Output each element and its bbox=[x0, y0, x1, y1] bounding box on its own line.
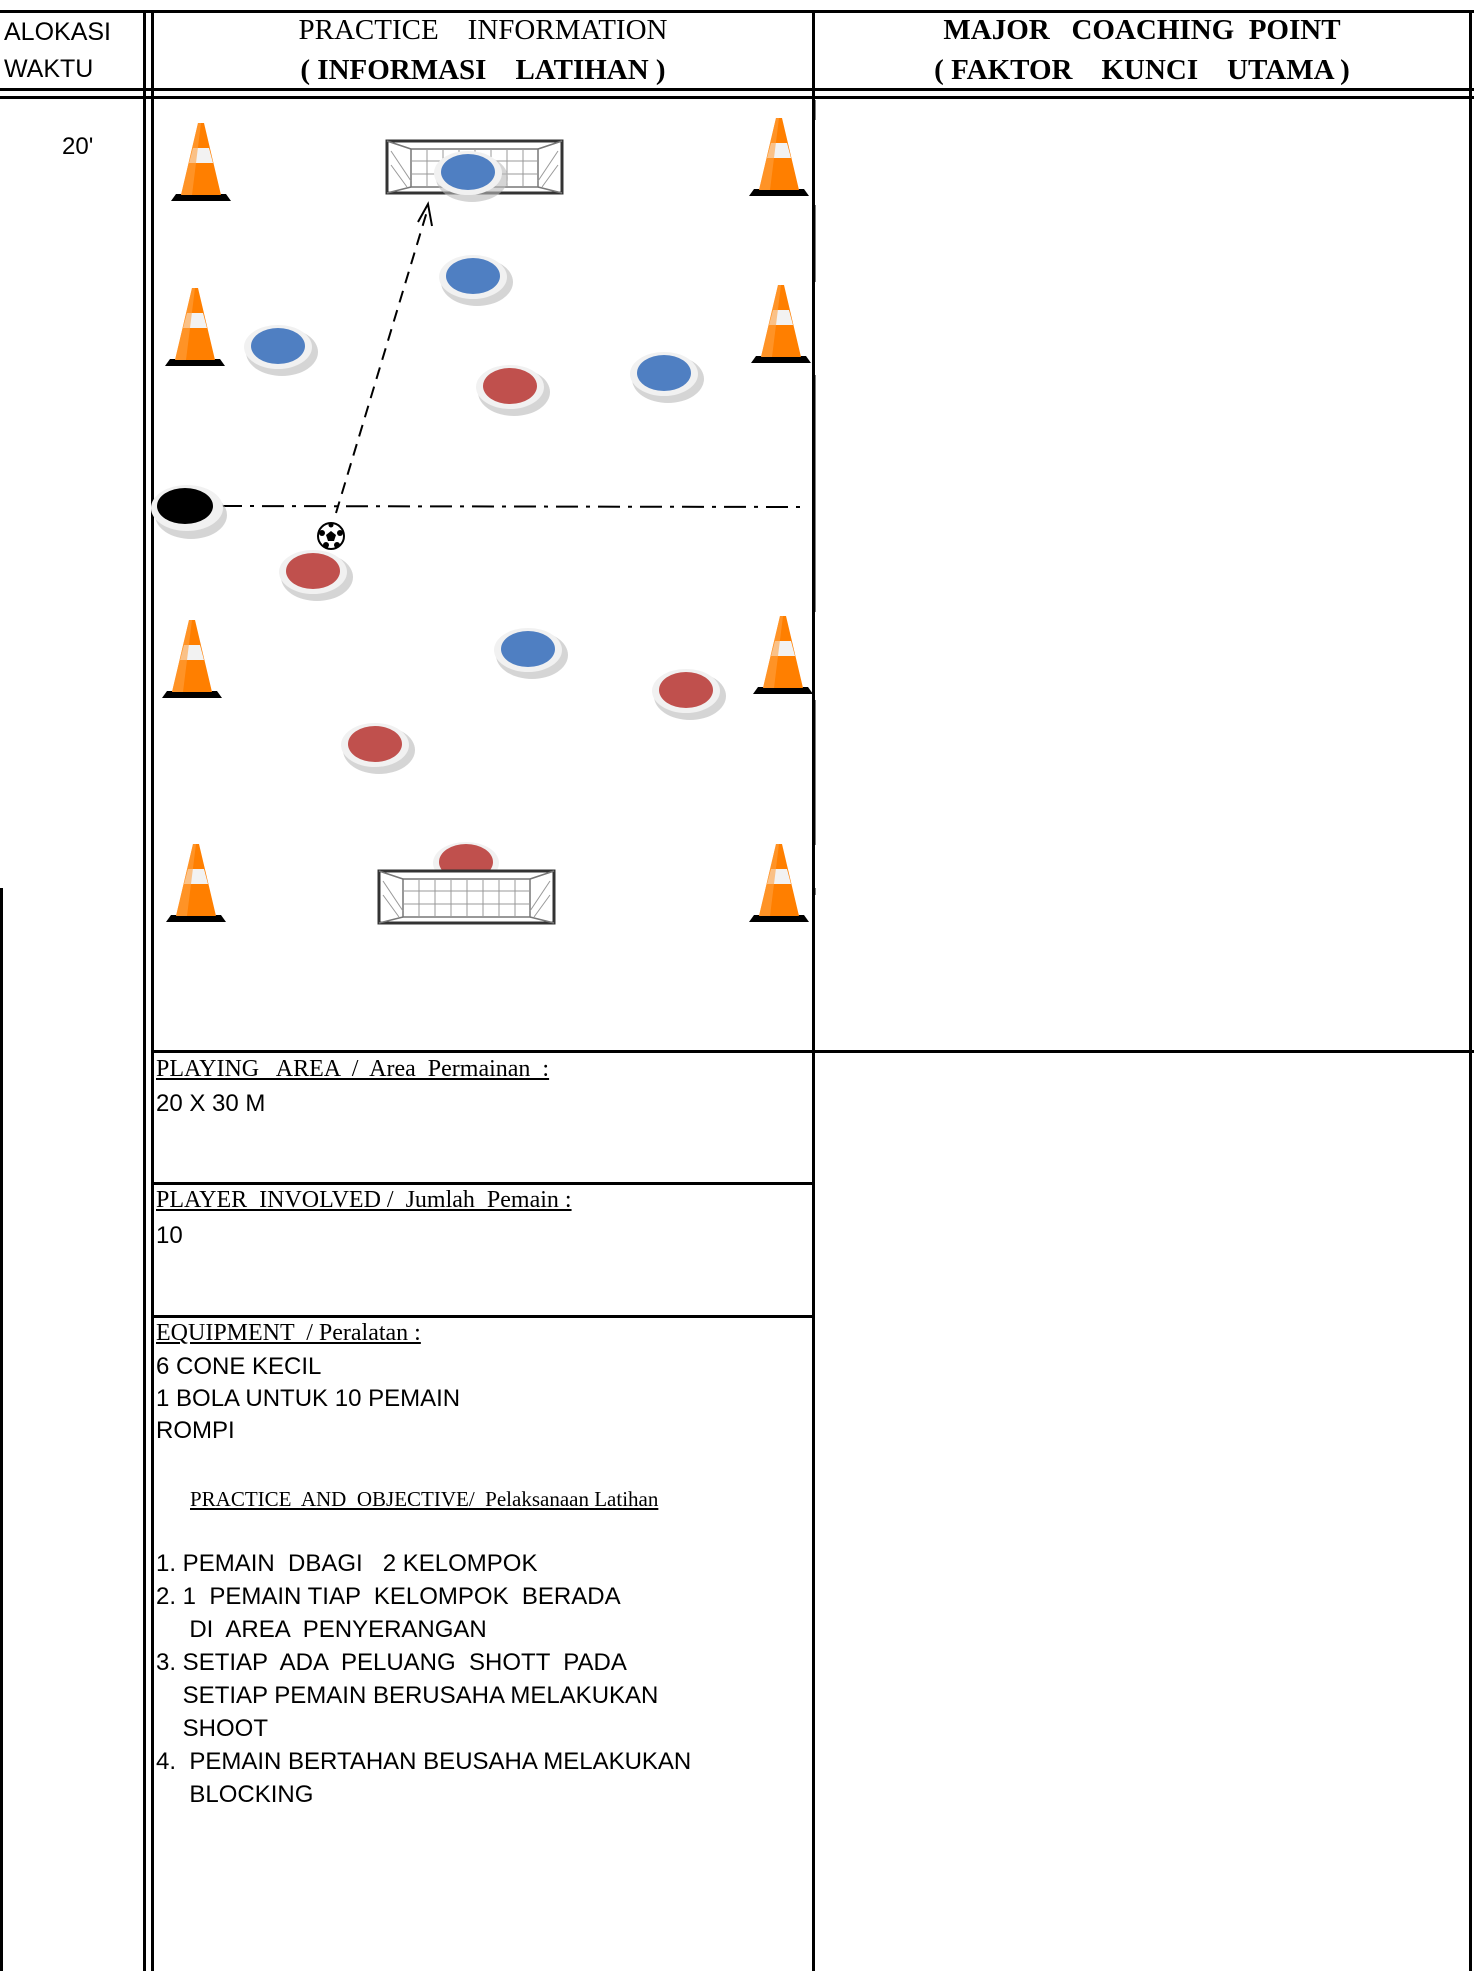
section-divider-players bbox=[151, 1315, 815, 1318]
cone-icon-upper-right bbox=[751, 285, 811, 363]
player-blue-4 bbox=[494, 628, 568, 679]
players-involved-value: 10 bbox=[156, 1220, 183, 1252]
player-blue-3 bbox=[630, 352, 704, 403]
player-red-4 bbox=[341, 723, 415, 774]
section-divider-playing-area bbox=[151, 1182, 815, 1185]
playing-area-value: 20 X 30 M bbox=[156, 1088, 265, 1120]
cone-icon-bottom-left bbox=[166, 844, 226, 922]
equipment-item: ROMPI bbox=[156, 1415, 460, 1447]
equipment-title: EQUIPMENT / Peralatan : bbox=[156, 1320, 421, 1347]
player-red-2 bbox=[279, 550, 353, 601]
halfway-line bbox=[220, 506, 800, 507]
player-blue-2 bbox=[244, 325, 318, 376]
practice-step-4: 4. PEMAIN BERTAHAN BEUSAHA MELAKUKAN BLO… bbox=[156, 1745, 691, 1811]
cone-icon-upper-left bbox=[165, 288, 225, 366]
cone-icon-top-right bbox=[749, 118, 809, 196]
cone-icon-lower-right bbox=[753, 616, 813, 694]
ball-icon bbox=[318, 523, 344, 550]
training-diagram bbox=[0, 0, 1474, 1060]
equipment-item: 6 CONE KECIL bbox=[156, 1351, 460, 1383]
player-black-neutral bbox=[151, 485, 227, 539]
practice-steps: 1. PEMAIN DBAGI 2 KELOMPOK 2. 1 PEMAIN T… bbox=[156, 1547, 691, 1811]
practice-step-2: 2. 1 PEMAIN TIAP KELOMPOK BERADA DI AREA… bbox=[156, 1580, 691, 1646]
cone-icon-bottom-right bbox=[749, 844, 809, 922]
players-involved-title: PLAYER INVOLVED / Jumlah Pemain : bbox=[156, 1187, 572, 1214]
playing-area-title: PLAYING AREA / Area Permainan : bbox=[156, 1056, 549, 1083]
cone-icon-lower-left bbox=[162, 620, 222, 698]
practice-objective-title: PRACTICE AND OBJECTIVE/ Pelaksanaan Lati… bbox=[190, 1487, 658, 1512]
equipment-list: 6 CONE KECIL 1 BOLA UNTUK 10 PEMAIN ROMP… bbox=[156, 1351, 460, 1447]
equipment-item: 1 BOLA UNTUK 10 PEMAIN bbox=[156, 1383, 460, 1415]
practice-step-1: 1. PEMAIN DBAGI 2 KELOMPOK bbox=[156, 1547, 691, 1580]
player-red-3 bbox=[652, 669, 726, 720]
player-blue-1 bbox=[439, 255, 513, 306]
goal-icon-bottom-front bbox=[379, 871, 554, 923]
practice-step-3: 3. SETIAP ADA PELUANG SHOTT PADA SETIAP … bbox=[156, 1646, 691, 1745]
player-red-1 bbox=[476, 365, 550, 416]
cone-icon-top-left bbox=[171, 123, 231, 201]
pass-arrow bbox=[336, 208, 428, 513]
